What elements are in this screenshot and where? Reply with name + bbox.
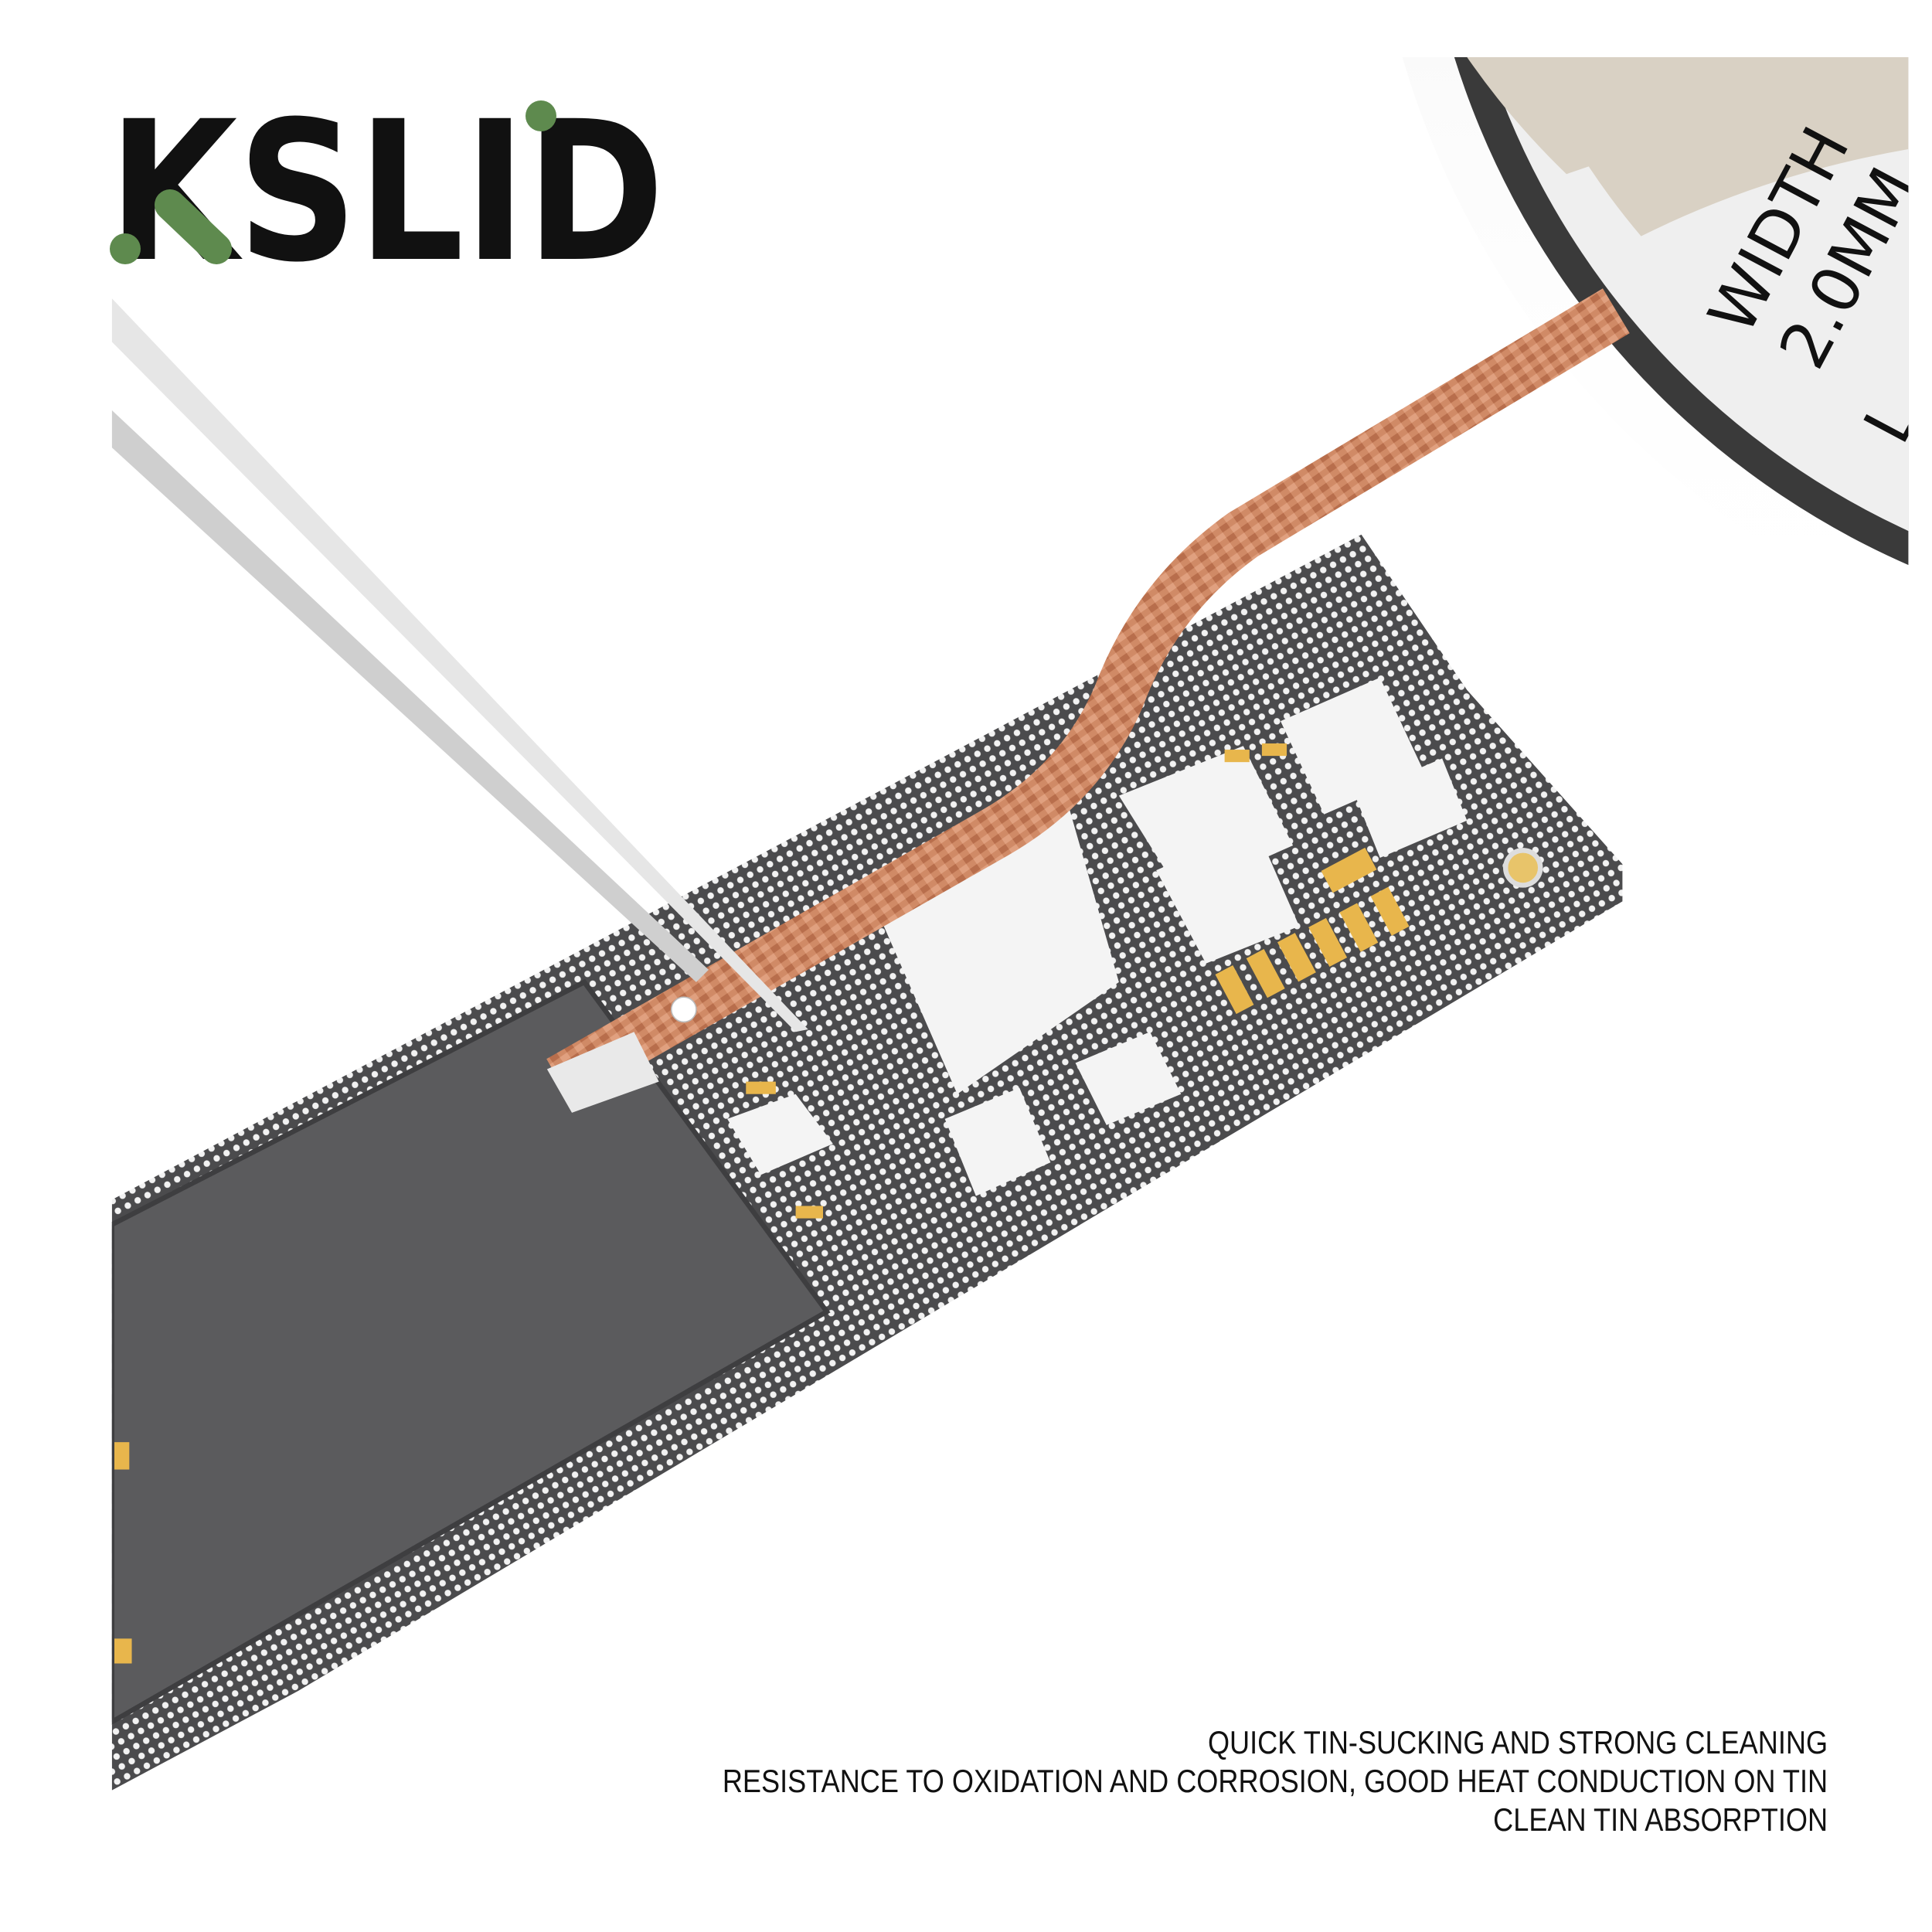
feature-text: CLEAN TIN ABSORPTION xyxy=(1493,1801,1828,1838)
gold-components xyxy=(114,743,1410,1664)
feature-text: QUICK TIN-SUCKING AND STRONG CLEANING xyxy=(1207,1724,1828,1760)
feature-text: RESISTANCE TO OXIDATION AND CORROSION, G… xyxy=(722,1763,1828,1799)
tweezers xyxy=(111,298,808,1032)
solder-pad xyxy=(546,1032,659,1113)
svg-text:KSLID: KSLID xyxy=(108,100,665,286)
circuit-board xyxy=(111,534,1623,1791)
kslid-logo: KSLID xyxy=(108,100,665,286)
feature-list: QUICK TIN-SUCKING AND STRONG CLEANING RE… xyxy=(723,1723,1828,1839)
copper-braid xyxy=(546,288,1630,1104)
solder-wick-spool: WIDTH 2.0MM L xyxy=(1402,57,1909,619)
